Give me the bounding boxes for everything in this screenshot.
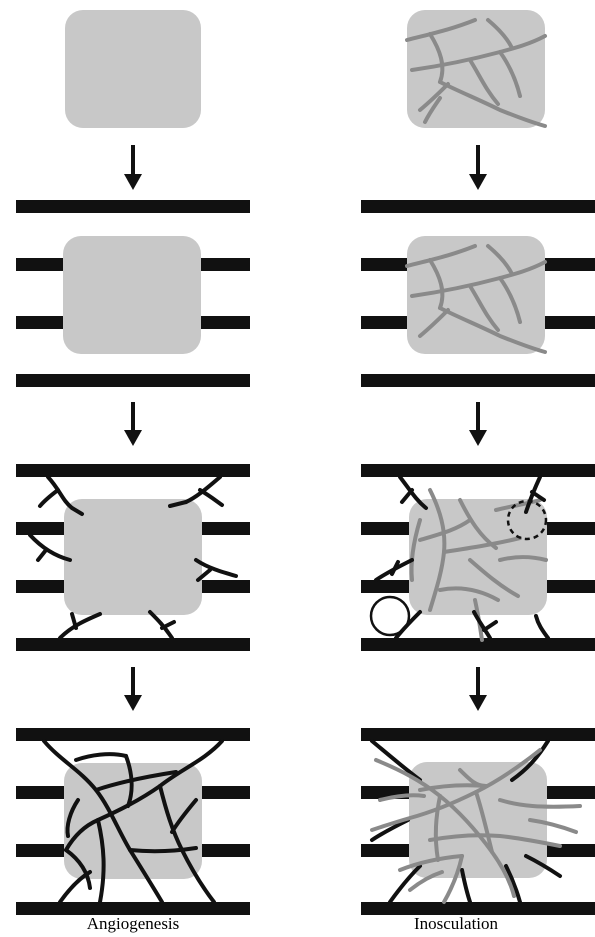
graft-vessel-network [405, 244, 547, 354]
host-vessel [16, 464, 250, 477]
graft-block [64, 499, 202, 615]
inosculation-column [361, 10, 595, 915]
down-arrow [124, 145, 142, 190]
host-vessel [361, 638, 595, 651]
caption-angiogenesis: Angiogenesis [86, 914, 180, 933]
down-arrow [124, 402, 142, 446]
down-arrow [124, 667, 142, 711]
vessel-sprouts [374, 475, 550, 640]
host-vessel [361, 374, 595, 387]
host-vessel [16, 902, 250, 915]
down-arrow [469, 145, 487, 190]
graft-vessel-network [42, 739, 224, 904]
host-vessel [16, 728, 250, 741]
graft-vessel-network [370, 748, 582, 904]
anastomosis-circle [369, 595, 411, 637]
down-arrow [469, 667, 487, 711]
angiogenesis-column [16, 10, 250, 915]
graft-vessel-network [409, 488, 548, 642]
graft-block [63, 236, 201, 354]
host-vessel [361, 464, 595, 477]
down-arrow [469, 402, 487, 446]
graft-block [65, 10, 201, 128]
graft-block [409, 762, 547, 878]
host-vessel [361, 200, 595, 213]
host-vessel [16, 638, 250, 651]
host-vessel [16, 374, 250, 387]
host-vessel [361, 728, 595, 741]
vessel-sprouts [28, 475, 238, 640]
host-vessel [16, 200, 250, 213]
host-sprout-network [370, 739, 562, 904]
host-vessel [361, 902, 595, 915]
anastomosis-dashed-circle [506, 499, 548, 541]
caption-inosculation: Inosculation [413, 914, 499, 933]
graft-vessel-network [405, 18, 547, 128]
